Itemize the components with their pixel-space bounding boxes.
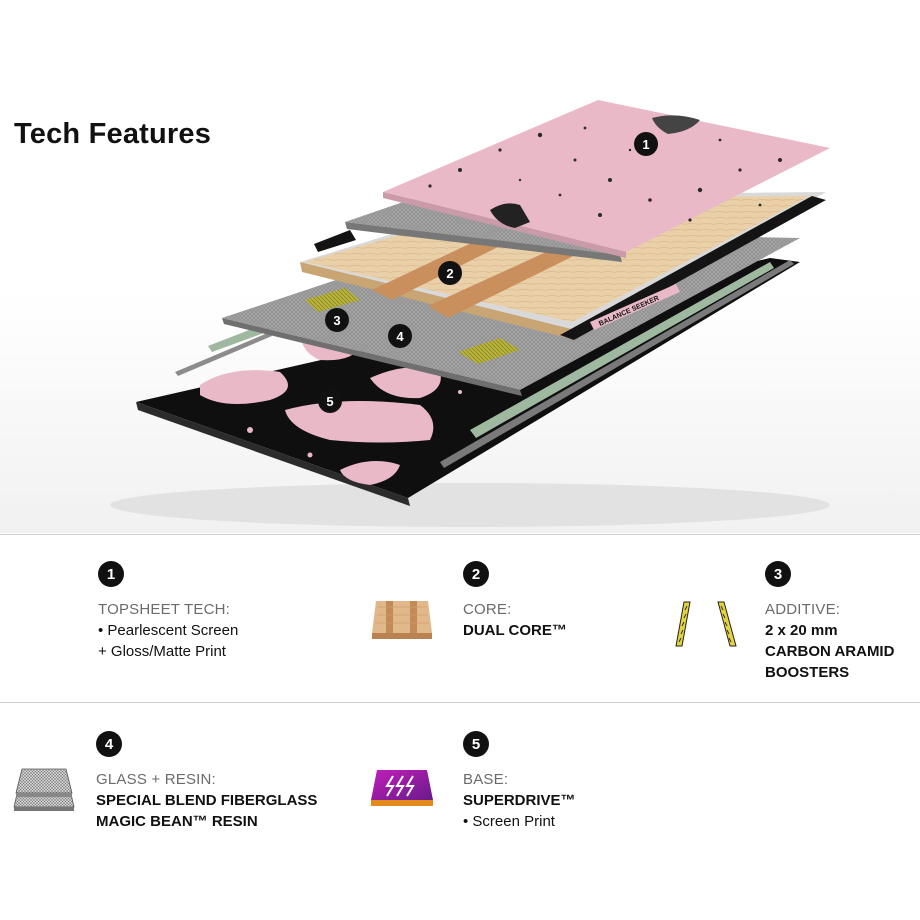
topsheet-layer bbox=[383, 100, 830, 258]
feature-category: GLASS + RESIN: bbox=[96, 771, 216, 788]
feature-number-badge: 2 bbox=[463, 561, 489, 587]
feature-base: 5 BASE: SUPERDRIVE™ • Screen Print bbox=[463, 731, 576, 832]
feature-category: CORE: bbox=[463, 601, 512, 618]
svg-text:3: 3 bbox=[333, 313, 340, 328]
feature-category: BASE: bbox=[463, 771, 509, 788]
feature-detail: MAGIC BEAN™ RESIN bbox=[96, 813, 258, 830]
marker-3: 3 bbox=[325, 308, 349, 332]
feature-topsheet: 1 TOPSHEET TECH: • Pearlescent Screen + … bbox=[98, 561, 238, 662]
feature-additive: 3 ADDITIVE: 2 x 20 mm CARBON ARAMID BOOS… bbox=[765, 561, 894, 683]
marker-5: 5 bbox=[318, 389, 342, 413]
fiberglass-layers-icon bbox=[13, 768, 75, 811]
board-layers-diagram: BALANCE SEEKER 1 bbox=[110, 100, 830, 527]
feature-detail: CARBON ARAMID bbox=[765, 643, 895, 660]
feature-detail: + Gloss/Matte Print bbox=[98, 643, 226, 660]
feature-glass-resin: 4 GLASS + RESIN: SPECIAL BLEND FIBERGLAS… bbox=[96, 731, 317, 832]
feature-category: TOPSHEET TECH: bbox=[98, 601, 230, 618]
board-shadow bbox=[110, 483, 830, 527]
svg-text:5: 5 bbox=[326, 394, 333, 409]
marker-4: 4 bbox=[388, 324, 412, 348]
superdrive-base-icon bbox=[371, 770, 433, 806]
svg-text:4: 4 bbox=[396, 329, 404, 344]
feature-detail: SPECIAL BLEND FIBERGLASS bbox=[96, 792, 318, 809]
hero-area: Tech Features bbox=[0, 0, 920, 533]
feature-detail: SUPERDRIVE™ bbox=[463, 792, 576, 809]
marker-2: 2 bbox=[438, 261, 462, 285]
feature-number-badge: 4 bbox=[96, 731, 122, 757]
svg-text:1: 1 bbox=[642, 137, 649, 152]
wood-core-icon bbox=[372, 601, 432, 639]
feature-core: 2 CORE: DUAL CORE™ bbox=[463, 561, 567, 641]
feature-detail: • Pearlescent Screen bbox=[98, 622, 239, 639]
feature-detail: • Screen Print bbox=[463, 813, 555, 830]
feature-detail: 2 x 20 mm bbox=[765, 622, 838, 639]
divider-top bbox=[0, 534, 920, 535]
page-title: Tech Features bbox=[14, 118, 212, 150]
feature-number-badge: 3 bbox=[765, 561, 791, 587]
feature-detail: DUAL CORE™ bbox=[463, 622, 567, 639]
feature-detail: BOOSTERS bbox=[765, 664, 850, 681]
divider-middle bbox=[0, 702, 920, 703]
carbon-aramid-boosters-icon bbox=[675, 601, 737, 647]
feature-category: ADDITIVE: bbox=[765, 601, 841, 618]
marker-1: 1 bbox=[634, 132, 658, 156]
feature-number-badge: 5 bbox=[463, 731, 489, 757]
feature-number-badge: 1 bbox=[98, 561, 124, 587]
svg-text:2: 2 bbox=[446, 266, 453, 281]
